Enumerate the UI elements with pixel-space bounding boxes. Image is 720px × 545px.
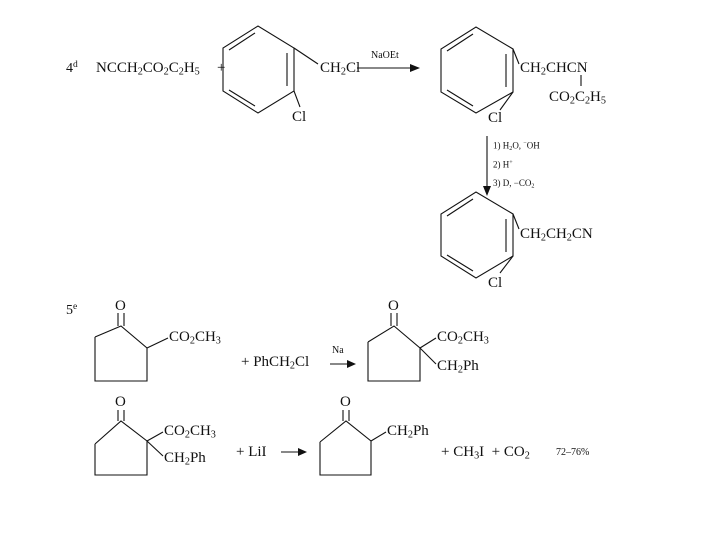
cyclopentanone-diester-reactant: [94, 410, 164, 476]
cyclopentanone-product: [367, 313, 437, 382]
benzene-ring-reactant: [222, 25, 319, 114]
benzyl-bond: [419, 347, 437, 365]
diester-ketone-oxygen: O: [115, 394, 126, 410]
benzene-ring-final: [440, 191, 520, 279]
ring-outline: [319, 420, 372, 476]
step-1: 1) H2O, −OH: [493, 140, 540, 152]
substituent-bond: [293, 47, 319, 65]
reaction-number-4: 4d: [66, 60, 78, 77]
benzyl-product-oxygen: O: [340, 394, 351, 410]
diester-benzyl-group: CH2Ph: [164, 450, 206, 468]
na-arrow: [330, 360, 356, 368]
benzyl-bond: [146, 440, 164, 457]
plus-sign: +: [217, 60, 226, 76]
ring-outline: [367, 325, 421, 382]
ester-group: CO2CH3: [169, 329, 221, 347]
product-ester: CO2C2H5: [549, 89, 606, 107]
cyclopentanone-reactant: [94, 313, 169, 382]
hydrolysis-arrow: [483, 136, 491, 196]
chloro-bond: [293, 90, 301, 108]
benzyl-product-group: CH2Ph: [387, 423, 429, 441]
product-ester-group: CO2CH3: [437, 329, 489, 347]
benzene-ring-product: [440, 26, 582, 114]
cyclopentanone-benzyl-product: [319, 410, 387, 476]
diester-ester-group: CO2CH3: [164, 423, 216, 441]
ester-bond: [146, 337, 169, 349]
naoet-arrow: [357, 64, 420, 72]
arrow-head: [298, 448, 307, 456]
benzyl-chloride-reagent: + PhCH2Cl: [241, 354, 310, 372]
na-condition: Na: [332, 345, 344, 356]
ring-double-bond: [446, 198, 474, 217]
reaction-number-5: 5e: [66, 302, 78, 319]
substituent-bond: [512, 213, 520, 230]
lii-arrow: [281, 448, 307, 456]
final-chloro-label: Cl: [488, 275, 503, 291]
ester-bond: [419, 337, 437, 349]
ring-outline: [222, 25, 295, 114]
substituent-bond: [512, 48, 520, 65]
arrow-head: [347, 360, 356, 368]
ring-double-bond: [446, 254, 474, 272]
ring-double-bond: [446, 89, 474, 107]
chloro-label: Cl: [292, 109, 307, 125]
benzyl-bond: [370, 431, 387, 442]
ester-bond: [146, 431, 164, 442]
lithium-iodide-reagent: + LiI: [236, 444, 267, 460]
byproducts: + CH3I + CO2: [441, 444, 530, 462]
naoet-condition: NaOEt: [371, 50, 399, 61]
product-benzyl-group: CH2Ph: [437, 358, 479, 376]
cyanoacetate-reagent: NCCH2CO2C2H5: [96, 60, 200, 78]
product-chloro-label: Cl: [488, 110, 503, 126]
ring-double-bond: [446, 33, 474, 52]
arrow-head: [410, 64, 420, 72]
product-ketone-oxygen: O: [388, 298, 399, 314]
step-2: 2) H+: [493, 159, 513, 170]
ring-outline: [94, 325, 148, 382]
chloro-bond: [499, 255, 514, 274]
chloro-bond: [499, 91, 514, 111]
chloromethyl-group: CH2Cl: [320, 60, 361, 78]
ketone-oxygen: O: [115, 298, 126, 314]
product-chain: CH2CHCN: [520, 60, 588, 78]
final-nitrile-chain: CH2CH2CN: [520, 226, 593, 244]
yield-label: 72–76%: [556, 447, 590, 458]
ring-double-bond: [228, 89, 256, 107]
ring-outline: [94, 420, 148, 476]
ring-outline: [440, 191, 514, 279]
arrow-head: [483, 186, 491, 196]
step-3: 3) D, −CO2: [493, 178, 535, 190]
ring-outline: [440, 26, 514, 114]
ring-double-bond: [228, 32, 256, 51]
